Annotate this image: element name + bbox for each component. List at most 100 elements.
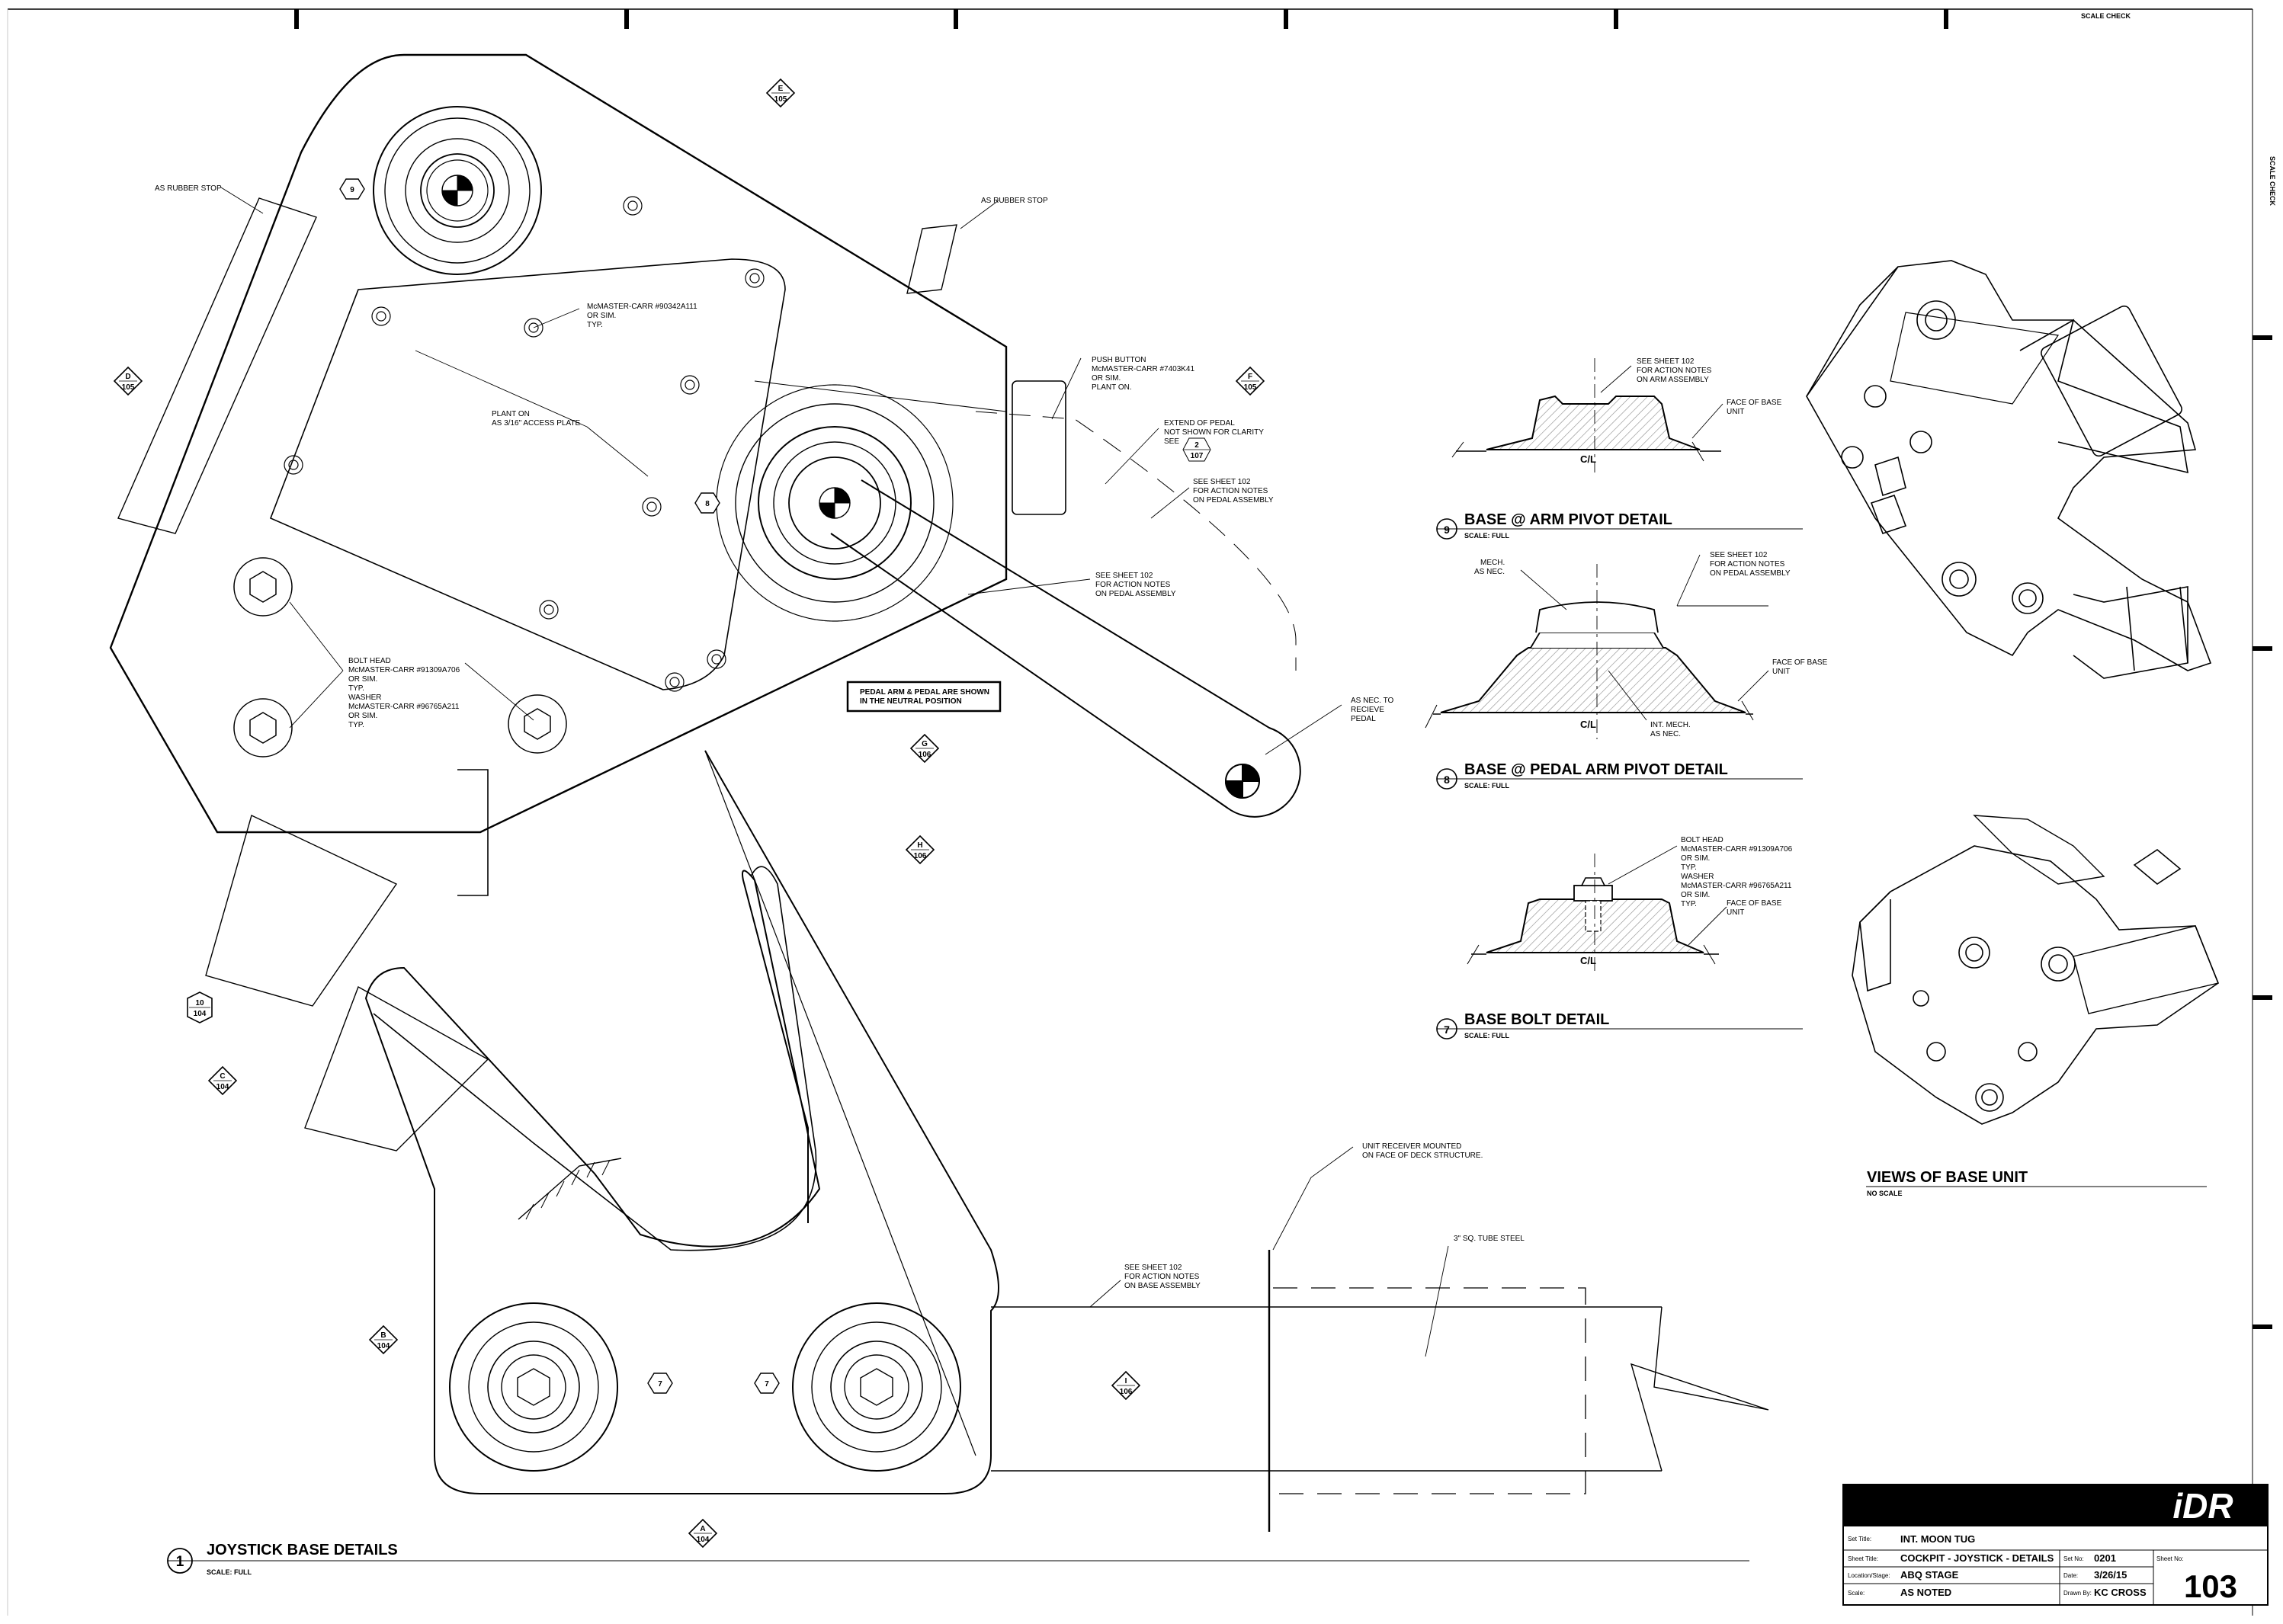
location: ABQ STAGE	[1900, 1569, 1959, 1581]
callout-h-106[interactable]: H 106	[905, 834, 935, 865]
svg-text:107: 107	[1191, 452, 1204, 460]
iso-view-top	[1806, 260, 2212, 679]
detail-8-number: 8	[1444, 774, 1450, 786]
detail-8-note-face: FACE OF BASE UNIT	[1772, 658, 1829, 676]
detail-7-scale: SCALE: FULL	[1464, 1032, 1509, 1039]
title-block-logo-band	[1843, 1485, 2268, 1526]
date: 3/26/15	[2094, 1569, 2127, 1581]
callout-10-104[interactable]: 10 104	[187, 991, 213, 1023]
section-callouts[interactable]: E 105 D 105 F 105 G 106 H 106	[113, 78, 1265, 1549]
detail-9-title: BASE @ ARM PIVOT DETAIL	[1464, 511, 1672, 528]
detail-tag-7b[interactable]: 7	[754, 1373, 780, 1394]
svg-text:7: 7	[765, 1380, 769, 1389]
pedal-arm-pivot	[716, 380, 1007, 622]
detail-7-title: BASE BOLT DETAIL	[1464, 1011, 1609, 1028]
detail-9-note-sheet: SEE SHEET 102 FOR ACTION NOTES ON ARM AS…	[1637, 357, 1714, 384]
sheet-title: COCKPIT - JOYSTICK - DETAILS	[1900, 1552, 2054, 1564]
lower-arm-slot	[373, 866, 817, 1251]
svg-text:I: I	[1125, 1377, 1127, 1385]
mount-bracket	[457, 769, 489, 896]
detail-7-section	[1467, 845, 1727, 975]
note-as-nec: AS NEC. TO RECIEVE PEDAL	[1351, 697, 1396, 723]
detail-8-section	[1425, 554, 1769, 739]
main-view-notes: AS RUBBER STOP AS RUBBER STOP McMASTER-C…	[155, 184, 1525, 1290]
location-label: Location/Stage:	[1848, 1572, 1890, 1579]
svg-text:H: H	[917, 841, 922, 850]
set-title: INT. MOON TUG	[1900, 1533, 1975, 1545]
svg-text:106: 106	[914, 852, 927, 860]
detail-8-title: BASE @ PEDAL ARM PIVOT DETAIL	[1464, 761, 1728, 778]
rubber-stop-right	[906, 224, 957, 294]
note-extend-pedal: EXTEND OF PEDAL NOT SHOWN FOR CLARITY SE…	[1164, 419, 1266, 446]
detail-9-cl: C/L	[1580, 453, 1596, 465]
detail-8-note-mech: MECH. AS NEC.	[1474, 559, 1507, 576]
note-base-assembly: SEE SHEET 102 FOR ACTION NOTES ON BASE A…	[1124, 1264, 1201, 1290]
detail-8-note-int: INT. MECH. AS NEC.	[1650, 721, 1693, 738]
base-plate-outline	[109, 53, 1008, 834]
sheet-title-label: Sheet Title:	[1848, 1555, 1878, 1562]
svg-text:G: G	[922, 740, 928, 748]
svg-text:D: D	[125, 373, 130, 381]
svg-text:A: A	[700, 1525, 705, 1533]
rubber-stop-left	[117, 197, 317, 534]
callout-f-105[interactable]: F 105	[1235, 366, 1265, 396]
scale-check-side: SCALE CHECK	[2269, 156, 2276, 207]
detail-7-number: 7	[1444, 1023, 1450, 1036]
base-bolt-heads	[233, 557, 567, 758]
note-tube-steel: 3" SQ. TUBE STEEL	[1454, 1235, 1525, 1243]
note-rubber-stop-left: AS RUBBER STOP	[155, 184, 222, 193]
callout-a-104[interactable]: A 104	[688, 1518, 718, 1549]
svg-text:106: 106	[1120, 1388, 1133, 1396]
note-rubber-stop-right: AS RUBBER STOP	[981, 197, 1048, 205]
sheet-border	[7, 8, 2253, 1616]
detail-7-labels: BOLT HEAD McMASTER-CARR #91309A706 OR SI…	[1436, 836, 1803, 1039]
weld-hatch	[518, 1158, 622, 1220]
note-pedal-assembly-2: SEE SHEET 102 FOR ACTION NOTES ON PEDAL …	[1095, 572, 1176, 598]
svg-text:7: 7	[658, 1380, 662, 1389]
date-label: Date:	[2063, 1572, 2078, 1579]
callout-g-106[interactable]: G 106	[909, 733, 940, 764]
idr-logo: iDR	[2172, 1486, 2233, 1526]
callout-c-104[interactable]: C 104	[207, 1065, 238, 1096]
detail-tag-8[interactable]: 8	[694, 492, 720, 514]
access-plate	[269, 258, 786, 690]
note-bolt-head: BOLT HEAD McMASTER-CARR #91309A706 OR SI…	[348, 657, 462, 729]
svg-text:B: B	[380, 1331, 386, 1340]
title-block: iDR Set Title: INT. MOON TUG Sheet Title…	[1842, 1484, 2269, 1606]
lower-block-2	[304, 985, 489, 1152]
detail-7-cl: C/L	[1580, 955, 1596, 966]
top-tick-marks	[294, 9, 1948, 29]
set-no-label: Set No:	[2063, 1555, 2084, 1562]
callout-d-105[interactable]: D 105	[113, 366, 143, 396]
callout-b-104[interactable]: B 104	[368, 1325, 399, 1355]
note-neutral-position: PEDAL ARM & PEDAL ARE SHOWN IN THE NEUTR…	[846, 681, 1002, 713]
detail-9-labels: SEE SHEET 102 FOR ACTION NOTES ON ARM AS…	[1436, 357, 1803, 540]
main-view-number: 1	[176, 1554, 184, 1570]
detail-9-note-face: FACE OF BASE UNIT	[1727, 399, 1784, 416]
svg-text:9: 9	[350, 186, 354, 194]
detail-7-note-bolt: BOLT HEAD McMASTER-CARR #91309A706 OR SI…	[1681, 836, 1794, 908]
drawn-by: KC CROSS	[2094, 1587, 2147, 1598]
push-button-housing	[1012, 380, 1066, 515]
svg-text:105: 105	[122, 383, 135, 392]
svg-text:106: 106	[919, 751, 931, 759]
svg-text:104: 104	[697, 1536, 710, 1544]
detail-tag-9[interactable]: 9	[339, 178, 365, 200]
detail-tag-7a[interactable]: 7	[647, 1373, 673, 1394]
svg-text:2: 2	[1194, 441, 1199, 450]
svg-text:104: 104	[216, 1083, 229, 1091]
access-plate-screws	[284, 196, 765, 692]
svg-text:E: E	[778, 85, 784, 93]
note-push-button: PUSH BUTTON McMASTER-CARR #7403K41 OR SI…	[1092, 356, 1197, 392]
views-scale: NO SCALE	[1867, 1190, 1903, 1197]
callout-i-106[interactable]: I 106	[1111, 1370, 1141, 1401]
svg-text:104: 104	[377, 1342, 390, 1350]
detail-9-scale: SCALE: FULL	[1464, 532, 1509, 540]
callout-e-105[interactable]: E 105	[765, 78, 796, 108]
note-pedal-assembly-1: SEE SHEET 102 FOR ACTION NOTES ON PEDAL …	[1193, 478, 1274, 504]
scale-label: Scale:	[1848, 1590, 1865, 1597]
callout-see-2-107[interactable]: 2 107	[1182, 437, 1211, 462]
joystick-base-plan-view	[109, 53, 1066, 1494]
set-no: 0201	[2094, 1552, 2116, 1564]
